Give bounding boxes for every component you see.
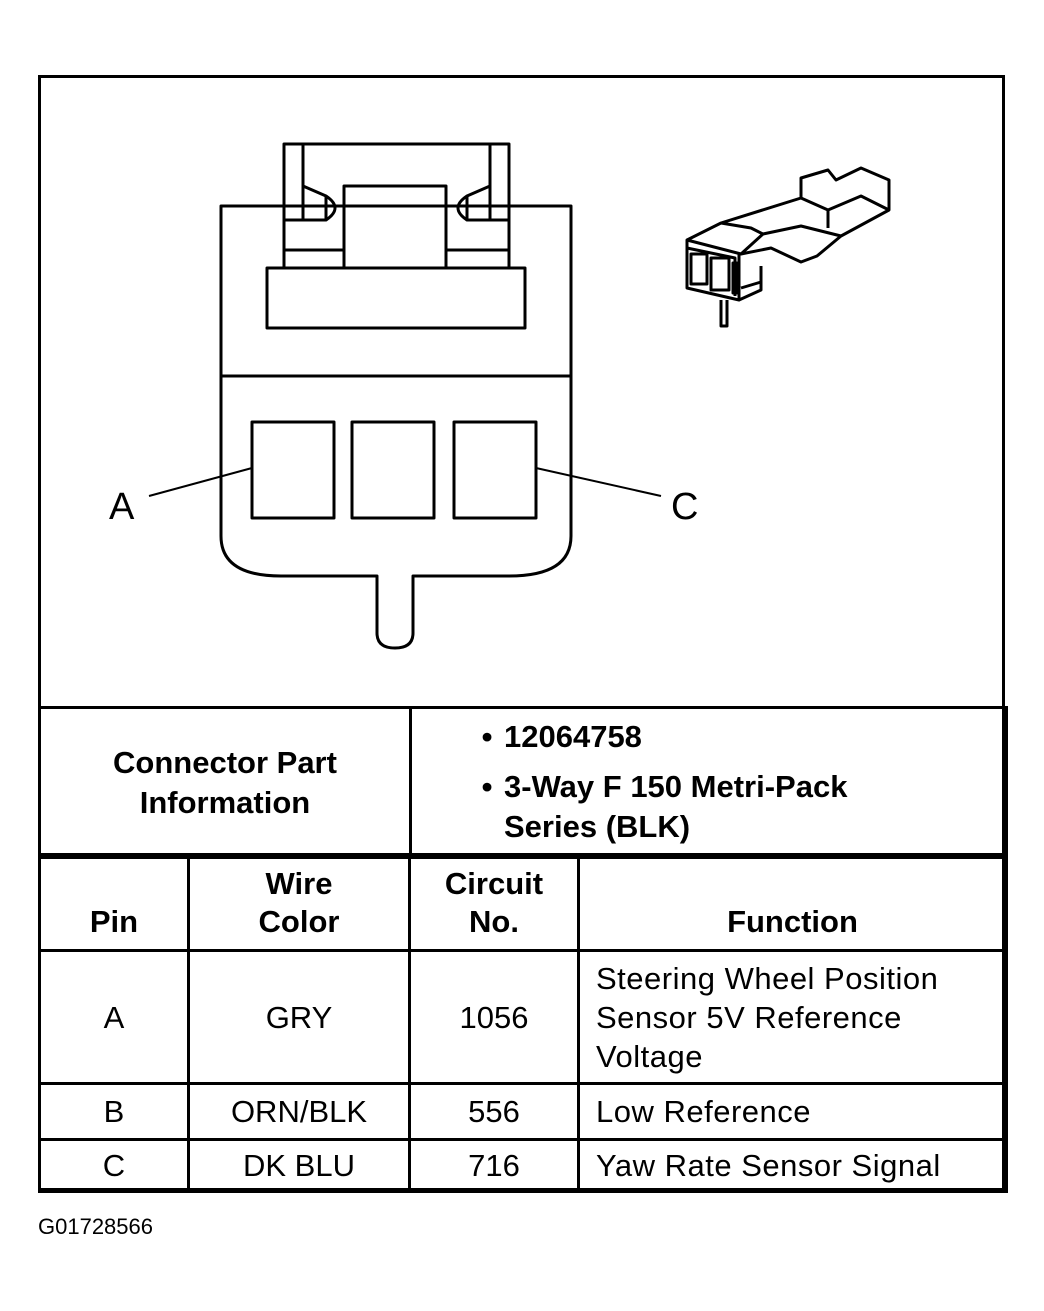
- cavity-c: [452, 420, 538, 520]
- connector-face-diagram: A C: [41, 78, 1002, 706]
- latch-base: [265, 266, 527, 330]
- pin-label-c: C: [671, 486, 699, 528]
- row-c-pin: C: [38, 1138, 190, 1193]
- bullet-icon: •: [481, 719, 493, 754]
- row-b-circuit: 556: [408, 1082, 580, 1141]
- row-b-function: Low Reference: [577, 1082, 1008, 1141]
- header-function: Function: [577, 853, 1008, 952]
- row-a-function: Steering Wheel Position Sensor 5V Refere…: [577, 949, 1008, 1085]
- latch-frame: [282, 142, 511, 268]
- description-line: • 3-Way F 150 Metri-Pack Series (BLK): [470, 767, 1005, 847]
- connector-drawing: [148, 142, 891, 650]
- connector-figure-frame: A C Connector Part Information • 1206475…: [38, 75, 1008, 1193]
- part-info-label-line2: Information: [139, 784, 311, 820]
- row-b-wire-color: ORN/BLK: [187, 1082, 411, 1141]
- figure-id: G01728566: [38, 1214, 153, 1239]
- cavity-a: [250, 420, 336, 520]
- row-a-circuit: 1056: [408, 949, 580, 1085]
- part-info-label-cell: Connector Part Information: [38, 706, 412, 859]
- header-pin: Pin: [38, 853, 190, 952]
- bullet-icon: •: [481, 769, 493, 804]
- table-row: B ORN/BLK 556 Low Reference: [38, 1082, 1008, 1141]
- pin-label-a: A: [109, 486, 135, 528]
- pinout-table: Pin Wire Color Circuit No. Function A GR…: [38, 853, 1008, 1193]
- right-lock: [488, 142, 509, 222]
- header-circuit-no: Circuit No.: [408, 853, 580, 952]
- right-lock-ramp: [465, 184, 491, 222]
- connector-body-outline: [219, 204, 573, 650]
- row-a-wire-color: GRY: [187, 949, 411, 1085]
- header-wire-color: Wire Color: [187, 853, 411, 952]
- left-lock-roller: [325, 194, 337, 222]
- latch-bridge: [342, 184, 448, 268]
- leader-line-c: [535, 467, 662, 497]
- right-lock-roller: [456, 194, 468, 222]
- header-row: Pin Wire Color Circuit No. Function: [38, 853, 1008, 952]
- row-c-circuit: 716: [408, 1138, 580, 1193]
- part-number-line: • 12064758: [470, 717, 1005, 757]
- row-b-pin: B: [38, 1082, 190, 1141]
- connector-isometric-view: [685, 166, 891, 328]
- row-c-wire-color: DK BLU: [187, 1138, 411, 1193]
- part-info-label-line1: Connector Part: [113, 744, 337, 780]
- part-info-table: Connector Part Information • 12064758 • …: [38, 706, 1008, 859]
- part-info-values-cell: • 12064758 • 3-Way F 150 Metri-Pack Seri…: [409, 706, 1008, 859]
- cavity-b: [350, 420, 436, 520]
- row-a-pin: A: [38, 949, 190, 1085]
- description-line2: Series (BLK): [504, 809, 691, 844]
- left-lock-ramp: [302, 184, 328, 222]
- row-c-function: Yaw Rate Sensor Signal: [577, 1138, 1008, 1193]
- table-row: C DK BLU 716 Yaw Rate Sensor Signal: [38, 1138, 1008, 1193]
- part-number: 12064758: [504, 719, 642, 754]
- description-line1: 3-Way F 150 Metri-Pack: [504, 769, 848, 804]
- leader-line-a: [148, 467, 253, 497]
- table-row: A GRY 1056 Steering Wheel Position Senso…: [38, 949, 1008, 1085]
- left-lock: [284, 142, 305, 222]
